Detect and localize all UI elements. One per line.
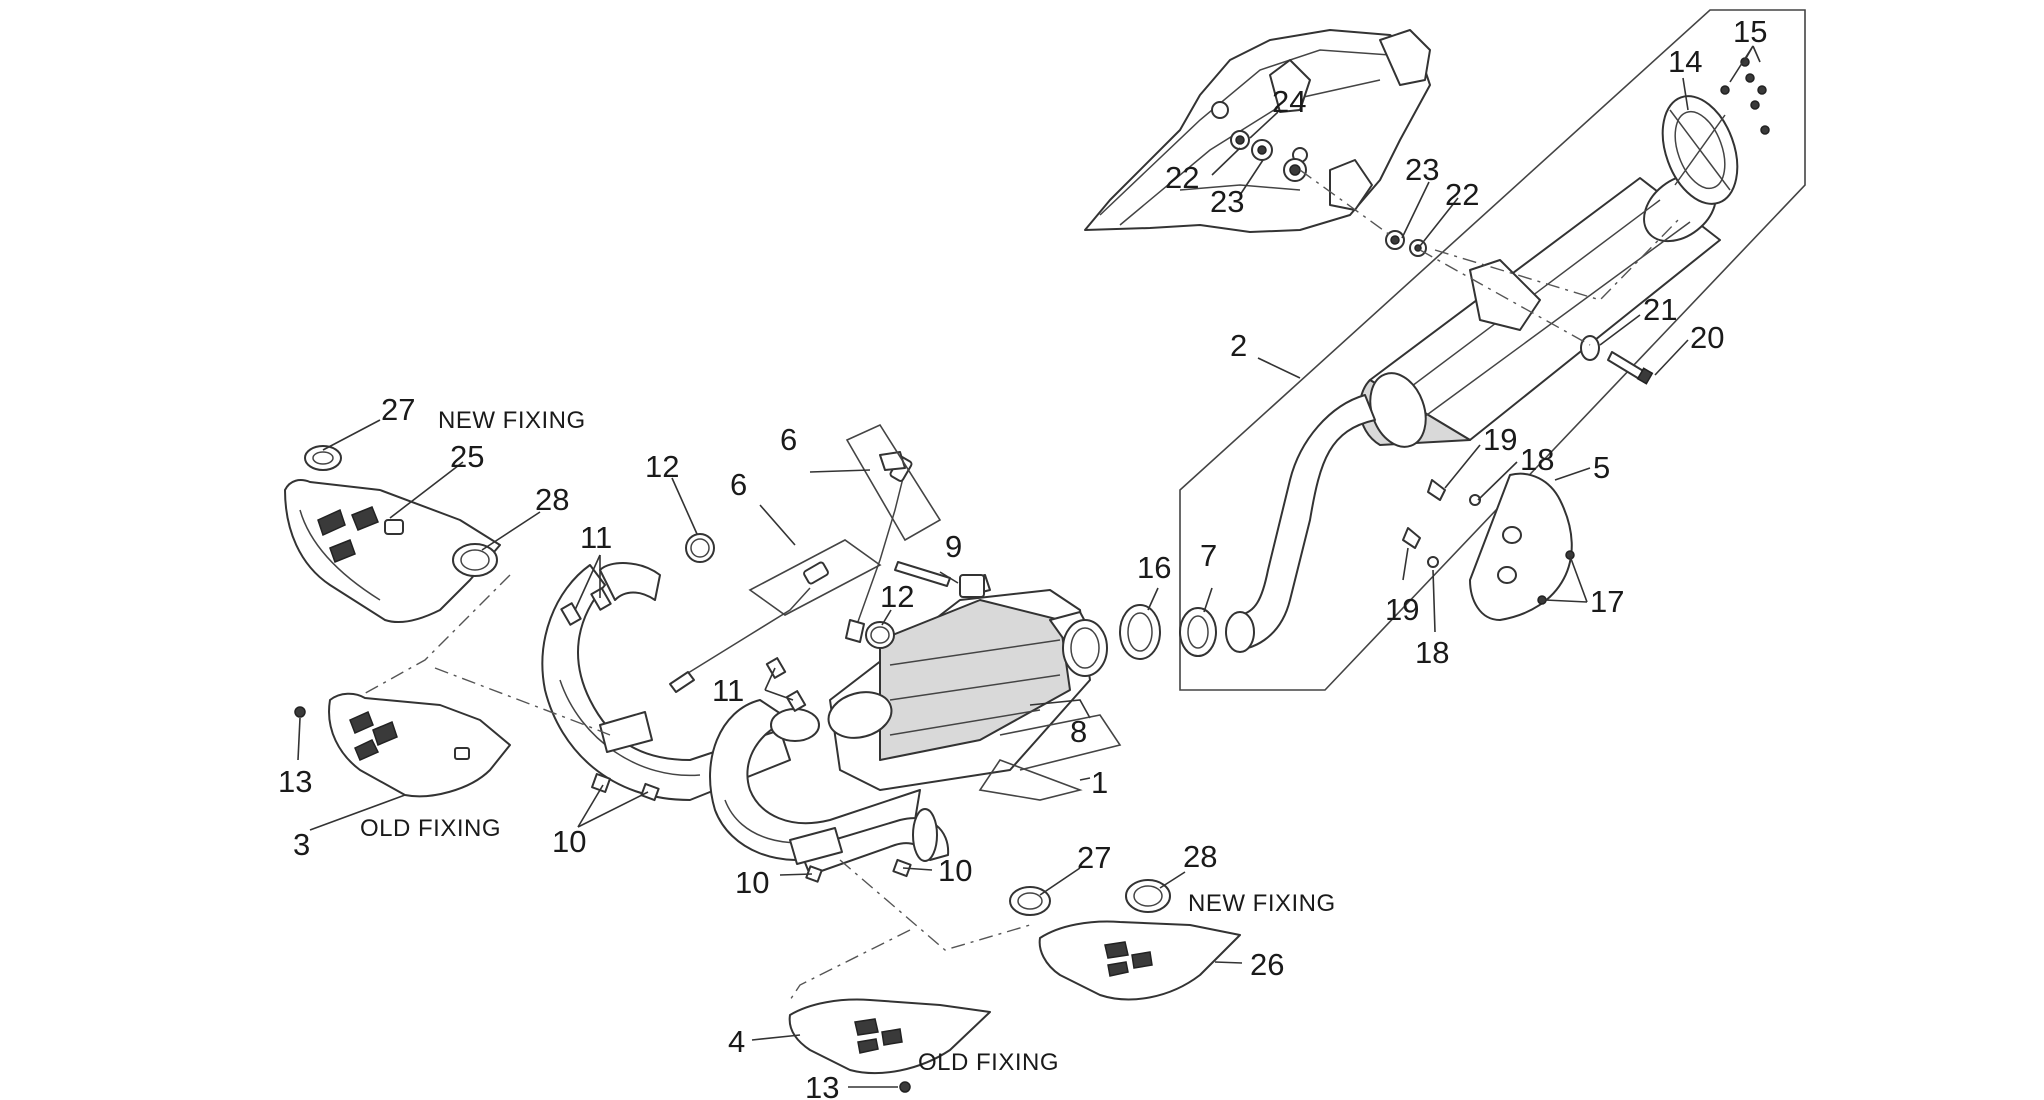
label-25: 25: [450, 439, 484, 474]
sealing-ring: [1179, 607, 1217, 657]
label-27-top: 27: [381, 392, 415, 427]
label-10-mid: 10: [735, 865, 769, 900]
label-15: 15: [1733, 14, 1767, 49]
label-24: 24: [1272, 84, 1306, 119]
label-20: 20: [1690, 320, 1724, 355]
note-old-fixing-bottom: OLD FIXING: [918, 1049, 1059, 1076]
clamp-ring-top-left: [452, 543, 498, 577]
label-6-top: 6: [780, 422, 797, 457]
collector-guard-old: [788, 998, 991, 1093]
part-numbers: 1 2 3 4 5 6 6 7 8 9 10 10 10 11 11 12 12…: [278, 14, 1767, 1100]
header-pipes: [541, 562, 950, 876]
label-12-left: 12: [645, 449, 679, 484]
label-16: 16: [1137, 550, 1171, 585]
label-1: 1: [1091, 765, 1108, 800]
cap-screws: [1720, 57, 1770, 135]
label-4: 4: [728, 1024, 745, 1059]
fixing-notes: NEW FIXING OLD FIXING NEW FIXING OLD FIX…: [360, 407, 1336, 1076]
flange-nuts: [591, 773, 912, 883]
label-9: 9: [945, 529, 962, 564]
label-5: 5: [1593, 450, 1610, 485]
label-10-right: 10: [938, 853, 972, 888]
studs: [560, 587, 807, 712]
label-2: 2: [1230, 328, 1247, 363]
label-7: 7: [1200, 538, 1217, 573]
label-27-bottom: 27: [1077, 840, 1111, 875]
label-28-top: 28: [535, 482, 569, 517]
leader-lines: [297, 45, 1761, 1088]
link-pipe: [1225, 394, 1376, 653]
end-cap: [1661, 95, 1739, 205]
label-26: 26: [1250, 947, 1284, 982]
label-21: 21: [1643, 292, 1677, 327]
label-22-top: 22: [1165, 160, 1199, 195]
coupling-clamp: [1119, 604, 1161, 660]
label-3: 3: [293, 827, 310, 862]
collector-guard-new: [1038, 920, 1241, 1001]
clamp-ring-bottom: [1125, 879, 1171, 913]
header-guard-old: [294, 692, 511, 798]
label-23-right: 23: [1405, 152, 1439, 187]
label-12-right: 12: [880, 579, 914, 614]
label-14: 14: [1668, 44, 1702, 79]
label-19-bottom: 19: [1385, 592, 1419, 627]
silencer-heat-shield: [1402, 472, 1575, 621]
label-19-top: 19: [1483, 422, 1517, 457]
note-old-fixing-left: OLD FIXING: [360, 815, 501, 842]
label-13-left: 13: [278, 764, 312, 799]
label-10-left: 10: [552, 824, 586, 859]
label-11-left: 11: [580, 520, 612, 555]
header-guard-new: [284, 479, 501, 623]
label-22-right: 22: [1445, 177, 1479, 212]
catalytic-converter: [827, 574, 1108, 791]
label-8: 8: [1070, 714, 1087, 749]
clip-bottom: [1009, 886, 1051, 916]
label-11-right: 11: [712, 673, 744, 708]
label-13-bottom: 13: [805, 1070, 839, 1100]
silencer-assembly-box: [1179, 9, 1806, 691]
clamp-bolt: [1580, 335, 1654, 385]
note-new-fixing-top: NEW FIXING: [438, 407, 586, 434]
lambda-sensors: [669, 451, 913, 693]
label-6-mid: 6: [730, 467, 747, 502]
clip-top-left: [304, 445, 342, 471]
label-18-top: 18: [1520, 442, 1554, 477]
note-new-fixing-bottom: NEW FIXING: [1188, 890, 1336, 917]
bolt-spacer: [894, 561, 985, 598]
exhaust-gaskets: [685, 533, 895, 649]
label-28-bottom: 28: [1183, 839, 1217, 874]
alignment-lines: [361, 169, 1681, 1001]
label-17: 17: [1590, 584, 1624, 619]
label-18-bottom: 18: [1415, 635, 1449, 670]
silencer: [1358, 173, 1721, 448]
label-23-top: 23: [1210, 184, 1244, 219]
